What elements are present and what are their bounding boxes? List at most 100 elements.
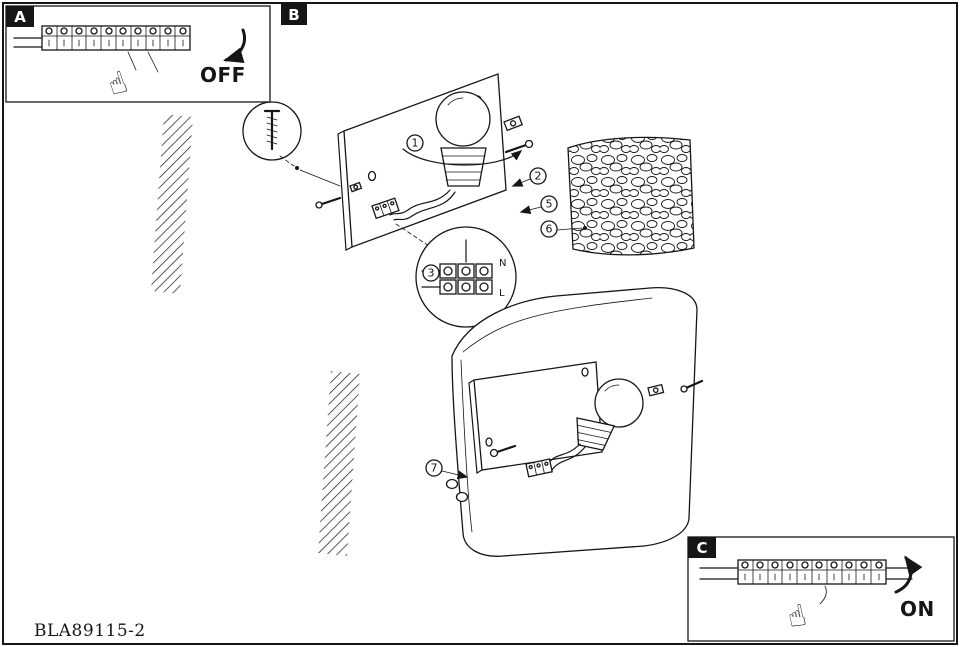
screw-head bbox=[489, 448, 499, 458]
off-label: OFF bbox=[200, 63, 246, 87]
step-marker-3: 3 bbox=[422, 264, 440, 282]
fixing-bracket bbox=[503, 115, 524, 132]
cap-nut bbox=[455, 491, 469, 503]
screw-thread bbox=[266, 140, 278, 145]
leader-line bbox=[299, 169, 341, 187]
terminal-screw bbox=[443, 266, 453, 276]
panel-b-label-group: B bbox=[281, 4, 307, 25]
switch-lever bbox=[127, 51, 137, 71]
panel-a-label: A bbox=[14, 8, 26, 26]
breaker-terminal-strip bbox=[41, 25, 191, 51]
panel-a-power-off: ☝ OFF A bbox=[5, 5, 271, 104]
bracket-hole bbox=[652, 387, 659, 394]
connector-screw bbox=[390, 201, 395, 206]
screw-icon bbox=[320, 196, 342, 206]
connector-divider bbox=[386, 200, 392, 214]
mounting-hole bbox=[367, 170, 377, 182]
lamp-socket bbox=[576, 417, 616, 451]
step-5-leader bbox=[519, 205, 542, 215]
step-7-leader bbox=[441, 470, 469, 480]
screw-thread bbox=[266, 134, 278, 139]
power-off-arrow-icon bbox=[223, 28, 246, 64]
screw-head bbox=[524, 139, 534, 149]
wire-connector bbox=[525, 458, 553, 478]
flick-motion-line bbox=[819, 585, 827, 605]
screw-head bbox=[315, 201, 323, 209]
step-circle bbox=[529, 167, 547, 185]
connector-screw bbox=[374, 206, 380, 211]
anchor-dot bbox=[295, 166, 299, 170]
wall-anchor-dot bbox=[583, 226, 587, 230]
breaker-terminal-strip bbox=[737, 559, 887, 585]
wire-connector bbox=[371, 197, 400, 220]
terminal-screw bbox=[479, 266, 489, 276]
step-circle bbox=[406, 134, 424, 152]
curved-shade-assembly bbox=[445, 287, 704, 557]
inner-mounting-plate bbox=[473, 361, 603, 471]
wall-plug-detail bbox=[242, 101, 341, 187]
panel-c-label-box bbox=[688, 537, 716, 558]
shade-inner-edge bbox=[460, 359, 473, 533]
panel-a-frame bbox=[5, 5, 271, 103]
bulb-highlight bbox=[604, 384, 620, 392]
mounting-hole bbox=[581, 367, 589, 377]
mounting-hole bbox=[485, 437, 493, 447]
connector-screw bbox=[544, 461, 549, 466]
wall-section-hatch-lower bbox=[318, 371, 360, 556]
connector-divider bbox=[541, 460, 545, 474]
socket-body bbox=[576, 417, 616, 451]
bracket-hole bbox=[353, 184, 359, 190]
terminal-screw bbox=[479, 282, 489, 292]
light-bulb bbox=[594, 378, 644, 428]
bulb-highlight bbox=[447, 97, 464, 106]
panel-c-power-on: ☝ ON C bbox=[687, 536, 955, 642]
step-marker-5: 5 bbox=[540, 195, 558, 213]
plate-edge bbox=[337, 130, 353, 251]
wall-section-hatch-upper bbox=[151, 114, 193, 294]
product-code: BLA89115-2 bbox=[34, 621, 146, 641]
screw-thread bbox=[266, 116, 278, 121]
step-circle bbox=[425, 459, 443, 477]
fixing-bracket bbox=[349, 181, 363, 193]
socket-ridge bbox=[577, 432, 608, 440]
panel-c-label: C bbox=[696, 539, 707, 557]
panel-c-frame bbox=[687, 536, 955, 642]
fixing-bracket bbox=[647, 383, 665, 397]
step-2-leader bbox=[511, 178, 531, 187]
bracket-hole bbox=[509, 120, 517, 127]
wire bbox=[389, 189, 451, 216]
step-marker-2: 2 bbox=[529, 167, 547, 185]
terminal-screw bbox=[461, 266, 471, 276]
socket-ridge bbox=[577, 439, 606, 446]
screw-icon bbox=[504, 143, 528, 154]
connector-divider bbox=[379, 202, 385, 217]
terminal-screw bbox=[443, 282, 453, 292]
step-marker-6: 6 bbox=[540, 220, 558, 238]
connector-screw bbox=[536, 463, 541, 468]
switch-lever bbox=[147, 51, 159, 73]
power-on-arrow-icon bbox=[894, 555, 923, 594]
plate-edge bbox=[468, 379, 483, 475]
terminal-block-detail: N L bbox=[415, 226, 517, 328]
connector-screw bbox=[382, 203, 387, 209]
on-label: ON bbox=[900, 597, 935, 621]
cap-nut bbox=[445, 478, 459, 490]
terminal-screw bbox=[461, 282, 471, 292]
wire bbox=[551, 446, 586, 471]
step-6-leader bbox=[556, 227, 583, 231]
panel-b-label-box bbox=[281, 4, 307, 25]
screw-thread bbox=[266, 122, 278, 127]
leader-line bbox=[279, 155, 295, 167]
mounting-plate-assembly bbox=[315, 73, 534, 253]
step-marker-7: 7 bbox=[425, 459, 443, 477]
rotate-bulb-arrow-icon bbox=[402, 148, 523, 166]
socket-ridge bbox=[577, 424, 612, 433]
screw-head bbox=[680, 385, 688, 393]
screw-icon bbox=[684, 379, 704, 390]
connector-divider bbox=[533, 461, 537, 476]
step-number: 5 bbox=[546, 198, 553, 211]
screw-thread bbox=[266, 128, 278, 133]
